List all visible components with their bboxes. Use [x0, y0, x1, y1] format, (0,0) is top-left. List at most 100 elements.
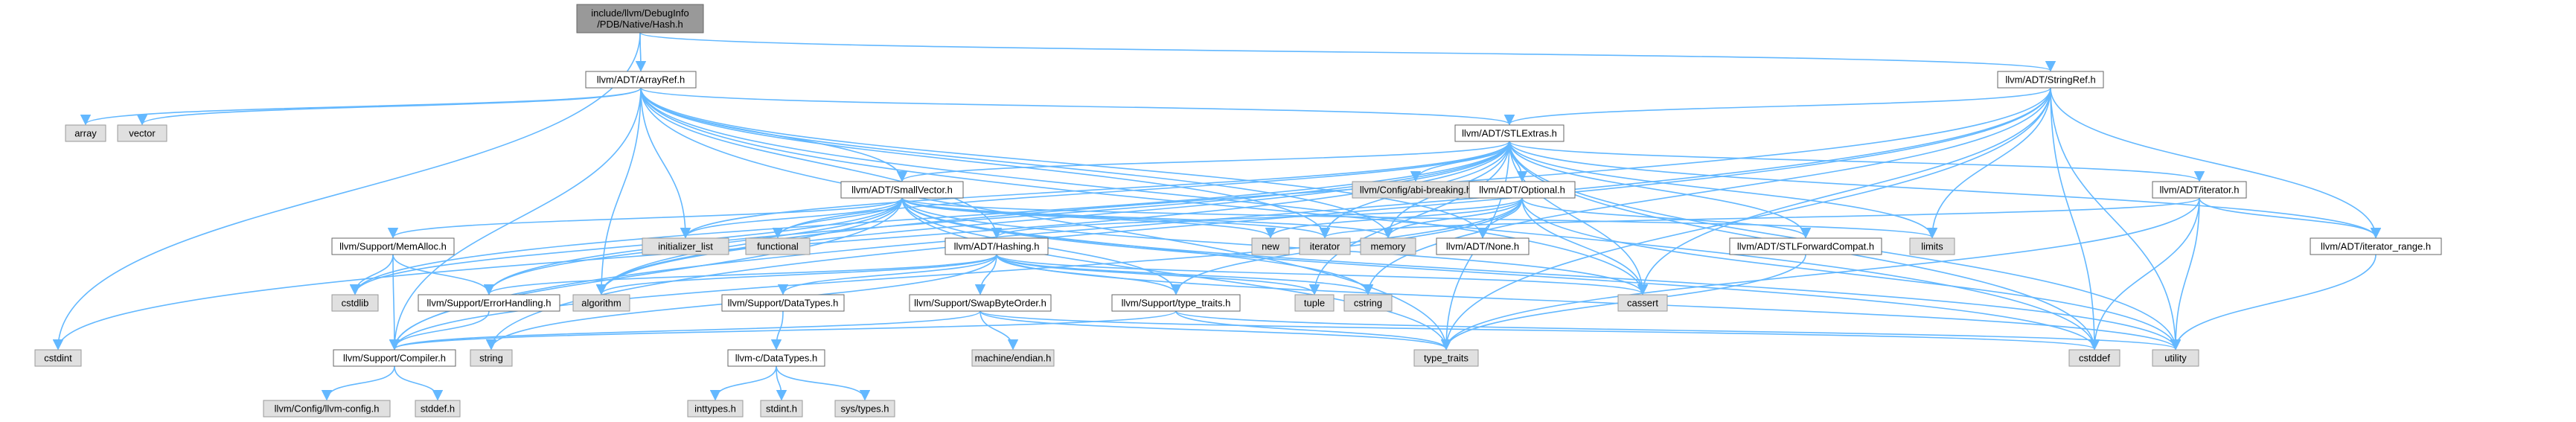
node-box [2152, 181, 2247, 199]
node-llvm-support-compiler-h[interactable]: llvm/Support/Compiler.h [333, 349, 456, 367]
node-box [971, 349, 1055, 367]
node-algorithm: algorithm [572, 294, 630, 312]
node-llvm-support-errorhandling-h[interactable]: llvm/Support/ErrorHandling.h [418, 294, 560, 312]
edge-hashing-to-tuple [996, 254, 1320, 295]
node-box [1360, 237, 1416, 255]
node-llvm-support-type-traits-h[interactable]: llvm/Support/type_traits.h [1111, 294, 1241, 312]
node-label: string [479, 353, 503, 364]
edge-stlextras-to-stlfwd [1509, 141, 1812, 239]
edge-stringref-to-stlextras [1504, 87, 2051, 126]
node-sys-types-h: sys/types.h [834, 400, 895, 418]
edge-optional-to-none [1477, 197, 1523, 239]
node-layer: include/llvm/DebugInfo/PDB/Native/Hash.h… [34, 4, 2442, 418]
node-box [721, 294, 845, 312]
node-label: llvm/Support/ErrorHandling.h [427, 298, 552, 309]
node-llvm-adt-hashing-h[interactable]: llvm/ADT/Hashing.h [945, 237, 1049, 255]
node-llvm-adt-stringref-h[interactable]: llvm/ADT/StringRef.h [1997, 71, 2104, 89]
node-label: cstdint [44, 353, 72, 364]
node-label: array [74, 128, 97, 139]
edge-smallvector-to-cstddef [901, 197, 2100, 351]
node-llvm-support-memalloc-h[interactable]: llvm/Support/MemAlloc.h [331, 237, 455, 255]
node-box [415, 400, 461, 418]
edge-llvmc-to-inttypes [709, 365, 777, 401]
edge-stlextras-to-initlist [680, 141, 1510, 239]
node-llvm-adt-iterator-h[interactable]: llvm/ADT/iterator.h [2152, 181, 2247, 199]
edge-arrayref-to-cassert [640, 87, 1649, 295]
node-box [642, 237, 729, 255]
node-llvm-c-datatypes-h[interactable]: llvm-c/DataTypes.h [727, 349, 825, 367]
node-llvm-adt-optional-h[interactable]: llvm/ADT/Optional.h [1468, 181, 1576, 199]
edge-smallvector-to-utility [901, 197, 2181, 351]
node-label: llvm/ADT/Optional.h [1479, 185, 1565, 196]
node-limits: limits [1909, 237, 1955, 255]
node-box [1909, 237, 1955, 255]
edge-stlextras-to-cassert [1509, 141, 1649, 295]
edge-smallvector-to-initlist [680, 197, 903, 239]
node-label: initializer_list [658, 241, 713, 252]
node-box [1468, 181, 1576, 199]
edge-swapbyte-to-cstddef [979, 310, 2100, 351]
node-tuple: tuple [1294, 294, 1335, 312]
node-llvm-adt-iterator-range-h[interactable]: llvm/ADT/iterator_range.h [2310, 237, 2442, 255]
node-label: cassert [1627, 298, 1658, 309]
edge-compiler-to-llvmconfig [321, 365, 395, 401]
edge-hashing-to-swapbyte [974, 254, 997, 295]
node-label: llvm/ADT/iterator.h [2160, 185, 2240, 196]
edge-llvmc-to-stdint [776, 365, 787, 401]
node-label: /PDB/Native/Hash.h [597, 19, 683, 30]
node-llvm-adt-none-h[interactable]: llvm/ADT/None.h [1436, 237, 1530, 255]
edge-layer [52, 32, 2382, 401]
edge-stlextras-to-iterrange [1509, 141, 2381, 239]
node-box [470, 349, 513, 367]
node-box [1436, 237, 1530, 255]
node-box [2310, 237, 2442, 255]
node-label: stddef.h [421, 403, 455, 415]
node-llvm-adt-stlextras-h[interactable]: llvm/ADT/STLExtras.h [1454, 124, 1565, 142]
node-box [2068, 349, 2120, 367]
node-box [687, 400, 744, 418]
edge-arrayref-to-none [640, 87, 1489, 239]
node-label: llvm/Support/MemAlloc.h [339, 241, 447, 252]
node-iterator: iterator [1299, 237, 1351, 255]
node-include-llvm-debuginfo-pdb-native-hash-h[interactable]: include/llvm/DebugInfo/PDB/Native/Hash.h [576, 4, 704, 33]
node-label: vector [129, 128, 156, 139]
node-label: stdint.h [766, 403, 797, 415]
node-llvm-adt-stlforwardcompat-h[interactable]: llvm/ADT/STLForwardCompat.h [1729, 237, 1882, 255]
edge-stringref-to-cassert [1637, 87, 2051, 295]
node-label: llvm/ADT/STLForwardCompat.h [1737, 241, 1874, 252]
node-box [333, 349, 456, 367]
node-array: array [65, 124, 106, 142]
node-llvm-adt-arrayref-h[interactable]: llvm/ADT/ArrayRef.h [585, 71, 697, 89]
node-string: string [470, 349, 513, 367]
node-box [1454, 124, 1565, 142]
node-label: inttypes.h [694, 403, 736, 415]
edge-smallvector-to-compiler [389, 197, 903, 351]
node-initializer-list: initializer_list [642, 237, 729, 255]
edge-hashing-to-utility [996, 254, 2181, 351]
node-label: functional [757, 241, 799, 252]
edge-swapbyte-to-machineendian [979, 310, 1019, 351]
node-label: llvm/Config/abi-breaking.h [1360, 185, 1471, 196]
node-inttypes-h: inttypes.h [687, 400, 744, 418]
node-label: llvm/ADT/SmallVector.h [851, 185, 953, 196]
edge-arrayref-to-array [80, 87, 642, 126]
edge-iterrange-to-utility [2170, 254, 2377, 351]
node-label: algorithm [581, 298, 621, 309]
node-box [1729, 237, 1882, 255]
node-llvm-support-swapbyteorder-h[interactable]: llvm/Support/SwapByteOrder.h [909, 294, 1052, 312]
node-box [117, 124, 167, 142]
edge-smallvector-to-memalloc [388, 197, 903, 239]
node-stddef-h: stddef.h [415, 400, 461, 418]
node-label: llvm/Support/Compiler.h [343, 353, 446, 364]
node-box [331, 294, 379, 312]
node-llvm-adt-smallvector-h[interactable]: llvm/ADT/SmallVector.h [840, 181, 964, 199]
node-llvm-support-datatypes-h[interactable]: llvm/Support/DataTypes.h [721, 294, 845, 312]
node-box [263, 400, 391, 418]
node-label: llvm/ADT/Hashing.h [954, 241, 1040, 252]
edge-compiler-to-stddef [394, 365, 444, 401]
edge-memalloc-to-compiler [389, 254, 400, 351]
edge-arrayref-to-cstddef [640, 87, 2100, 351]
node-box [945, 237, 1049, 255]
node-label: llvm/ADT/STLExtras.h [1462, 128, 1557, 139]
